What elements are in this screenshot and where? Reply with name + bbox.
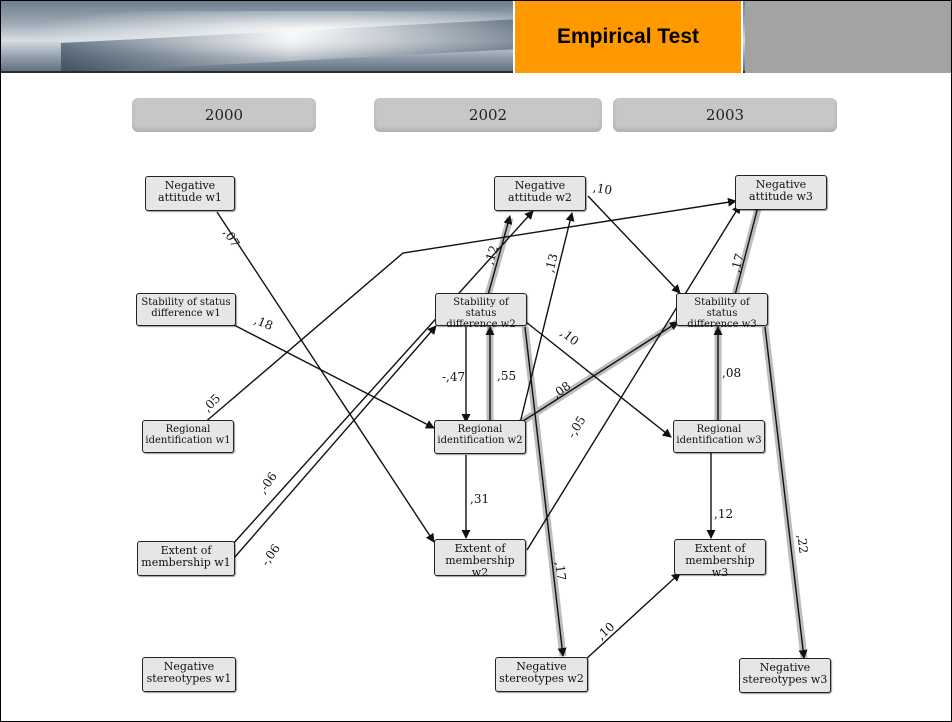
- node-label-line: stereotypes w2: [499, 672, 584, 685]
- node-label-line: attitude w2: [508, 191, 572, 204]
- node-stability-w3: Stability of status difference w3: [676, 293, 768, 330]
- coef-label: ,55: [497, 369, 517, 383]
- year-header-2000: 2000: [132, 98, 316, 132]
- node-label-line: Negative: [514, 179, 566, 192]
- year-header-2002: 2002: [374, 98, 602, 132]
- node-stability-w1: Stability of status difference w1: [136, 293, 236, 326]
- node-label-line: Negative: [164, 179, 216, 192]
- coef-label: ,12: [714, 507, 734, 521]
- node-regional-identification-w2: Regional identification w2: [434, 420, 526, 454]
- node-label-line: Negative: [163, 660, 215, 673]
- node-label-line: Stability of status: [694, 297, 750, 319]
- banner-divider: [1, 71, 951, 73]
- node-label-line: attitude w3: [749, 190, 813, 203]
- node-label-line: Regional: [457, 424, 503, 435]
- node-label-line: Extent of: [694, 542, 746, 555]
- node-label-line: Negative: [516, 660, 567, 673]
- node-extent-membership-w2: Extent of membership w2: [434, 539, 526, 579]
- node-label-line: difference w1: [151, 308, 221, 319]
- node-negative-attitude-w2: Negative attitude w2: [494, 176, 586, 211]
- node-label-line: identification w2: [437, 435, 523, 446]
- coef-label: ,31: [470, 492, 490, 506]
- header-gray-block: [745, 1, 951, 73]
- node-negative-attitude-w1: Negative attitude w1: [145, 176, 235, 211]
- node-negative-stereotypes-w3: Negative stereotypes w3: [739, 658, 831, 693]
- slide-title: Empirical Test: [557, 25, 699, 48]
- node-negative-stereotypes-w1: Negative stereotypes w1: [142, 657, 236, 692]
- node-label-line: membership w1: [141, 556, 231, 569]
- year-header-2003: 2003: [613, 98, 837, 132]
- node-label-line: Regional: [165, 424, 211, 435]
- node-label-line: Extent of: [160, 544, 212, 557]
- node-label-line: stereotypes w3: [742, 673, 828, 686]
- node-label-line: attitude w1: [158, 191, 222, 204]
- node-label-line: membership w3: [685, 554, 755, 579]
- node-label-line: Negative: [755, 178, 807, 191]
- node-label-line: Stability of status: [453, 297, 509, 319]
- node-regional-identification-w1: Regional identification w1: [142, 420, 234, 453]
- node-stability-w2: Stability of status difference w2: [435, 293, 527, 330]
- node-extent-membership-w1: Extent of membership w1: [137, 541, 235, 576]
- arrows: [202, 195, 808, 661]
- node-label-line: stereotypes w1: [146, 672, 232, 685]
- coef-label: ,17: [552, 560, 569, 582]
- coef-label: ,08: [722, 366, 742, 380]
- node-negative-attitude-w3: Negative attitude w3: [735, 175, 827, 210]
- node-label-line: Negative: [759, 661, 811, 674]
- node-label-line: difference w2: [446, 319, 516, 330]
- coef-label: ,22: [794, 533, 811, 555]
- node-label-line: difference w3: [687, 319, 757, 330]
- node-regional-identification-w3: Regional identification w3: [673, 420, 765, 453]
- node-label-line: membership w2: [445, 554, 515, 579]
- coef-label: -,47: [442, 370, 466, 384]
- node-label-line: identification w3: [676, 435, 762, 446]
- node-label-line: identification w1: [145, 435, 231, 446]
- node-extent-membership-w3: Extent of membership w3: [674, 539, 766, 579]
- title-box: Empirical Test: [513, 1, 743, 73]
- node-label-line: Stability of status: [141, 297, 231, 308]
- node-label-line: Extent of: [454, 542, 506, 555]
- node-negative-stereotypes-w2: Negative stereotypes w2: [495, 657, 588, 692]
- node-label-line: Regional: [696, 424, 742, 435]
